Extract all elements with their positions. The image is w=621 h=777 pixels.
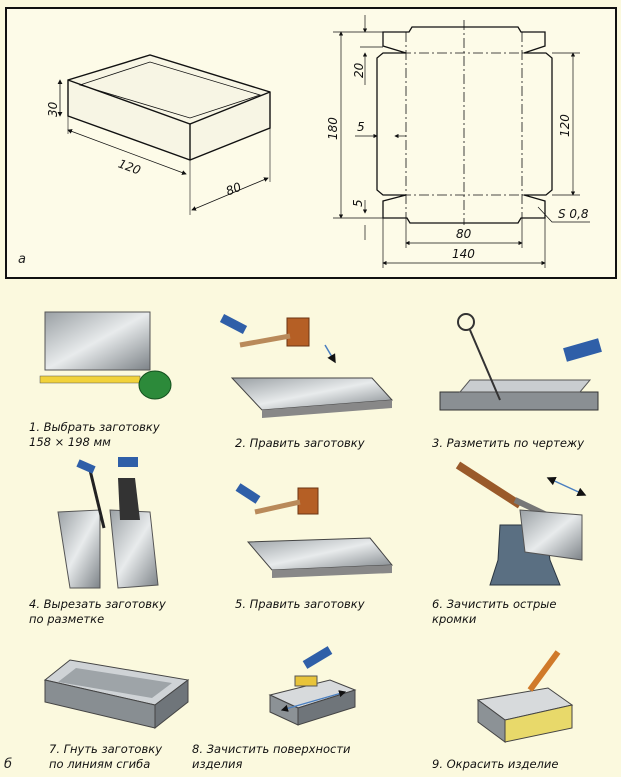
step-9-illustration xyxy=(476,650,574,743)
dim-total-height: 180 xyxy=(326,117,340,140)
dim-inner-height: 120 xyxy=(558,114,572,137)
step-4-illustration xyxy=(57,457,159,589)
dim-inner-width: 80 xyxy=(456,227,472,241)
dim-side-offset: 5 xyxy=(357,120,365,134)
step-3-caption: 3. Разметить по чертежу xyxy=(432,436,585,450)
step-5-illustration xyxy=(235,483,394,578)
step-6-illustration xyxy=(455,461,587,586)
dim-total-width: 140 xyxy=(452,247,475,261)
step-1-illustration xyxy=(39,311,172,400)
step-2-caption: 2. Править заготовку xyxy=(235,436,365,450)
panel-b-label: б xyxy=(4,757,13,772)
step-8-illustration xyxy=(268,646,357,726)
dim-box-height: 30 xyxy=(46,101,60,117)
box-isometric-drawing xyxy=(57,54,271,215)
step-2-illustration xyxy=(219,314,394,418)
dim-bottom-offset: 5 xyxy=(351,199,365,207)
step-5-caption: 5. Править заготовку xyxy=(235,597,365,611)
step-9-caption: 9. Окрасить изделие xyxy=(432,757,559,771)
step-7-illustration xyxy=(43,659,190,730)
dim-flap: 20 xyxy=(352,62,366,78)
panel-a-label: а xyxy=(18,252,26,267)
dim-thickness: S 0,8 xyxy=(558,207,589,221)
unfolding-drawing xyxy=(333,15,590,268)
step-3-illustration xyxy=(439,313,602,411)
